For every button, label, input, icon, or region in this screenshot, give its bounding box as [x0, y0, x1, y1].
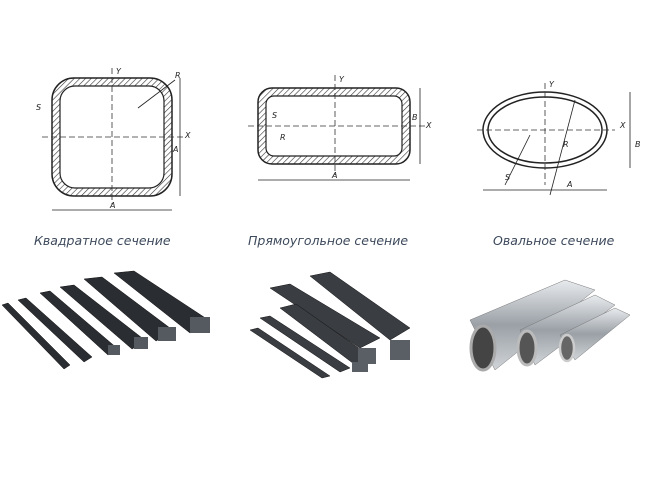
- rectangular-pipes-photo: [249, 271, 411, 379]
- r-label: R: [175, 71, 181, 80]
- s-label: S: [272, 111, 277, 120]
- a-side-label: A: [172, 145, 178, 154]
- oval-section-diagram: Y X R S A B: [477, 80, 641, 196]
- rectangular-section-diagram: Y X R S A B: [248, 75, 432, 181]
- square-pipes-photo: [1, 270, 211, 370]
- b-label: B: [412, 113, 418, 122]
- caption-square: Квадратное сечение: [34, 233, 171, 248]
- oval-pipes-photo: [469, 279, 631, 372]
- a-label: A: [109, 201, 115, 210]
- b-label: B: [635, 140, 641, 149]
- y-label: Y: [549, 80, 555, 89]
- caption-oval: Овальное сечение: [493, 233, 615, 248]
- a-label: A: [566, 180, 572, 189]
- y-label: Y: [116, 67, 122, 76]
- r-label: R: [563, 140, 569, 149]
- caption-rectangular: Прямоугольное сечение: [248, 233, 409, 248]
- x-label: X: [619, 121, 626, 130]
- y-label: Y: [339, 75, 345, 84]
- r-label: R: [280, 133, 286, 142]
- s-label: S: [505, 173, 510, 182]
- a-label: A: [331, 171, 337, 180]
- square-section-diagram: Y X R S A A: [36, 67, 191, 211]
- x-label: X: [184, 131, 191, 140]
- s-label: S: [36, 103, 41, 112]
- x-label: X: [425, 121, 432, 130]
